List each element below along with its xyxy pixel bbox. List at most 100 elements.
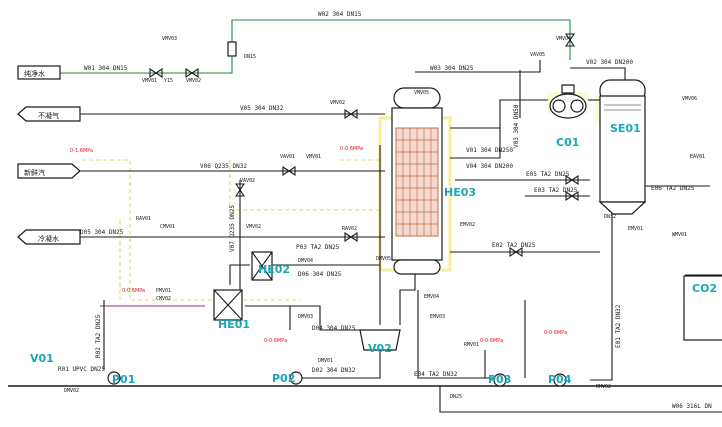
line-d05: D05 304 DN25: [80, 229, 124, 236]
tag-emv04: EMV04: [424, 294, 439, 300]
v02-label: V02: [368, 342, 392, 355]
line-v05: V05 304 DN32: [240, 105, 284, 112]
fresh-steam-label: 新鲜汽: [24, 168, 45, 177]
v01-line: [450, 99, 548, 129]
he02-label: HE02: [258, 263, 290, 276]
tag-dn32: DN32: [604, 214, 616, 220]
pressure-p02: 0-0.6MPa: [264, 338, 287, 344]
line-e03: E03 TA2 DN25: [534, 187, 578, 194]
fresh-steam-inlet: [17, 163, 81, 179]
v04-line: [450, 128, 501, 159]
line-w03: W03 304 DN25: [430, 65, 474, 72]
tag-cmv01: CMV01: [160, 224, 175, 230]
tag-vmv02c: VMV02: [246, 224, 261, 230]
noncondensable-label: 不凝气: [38, 111, 59, 120]
e04-line: [417, 290, 500, 379]
tag-rmv01: RMV01: [464, 342, 479, 348]
tag-vmv02b: VMV02: [330, 100, 345, 106]
tag-dmv04: DMV04: [298, 258, 313, 264]
tag-vmv03: VMV03: [162, 36, 177, 42]
w01-line: [60, 56, 233, 74]
he03-label: HE03: [444, 186, 476, 199]
line-r01: R01 UPVC DN25: [58, 366, 105, 373]
pure-water-label: 纯净水: [24, 69, 45, 78]
p03-pump[interactable]: [493, 373, 507, 387]
tag-emv03: EMV03: [430, 314, 445, 320]
w03-line: [415, 60, 541, 73]
tag-emv02: EMV02: [460, 222, 475, 228]
c01-compressor[interactable]: [549, 84, 587, 119]
line-v07: V07 Q235 DN25: [229, 205, 236, 252]
he02-exchanger[interactable]: [251, 251, 273, 281]
tag-wmv01: WMV01: [672, 232, 687, 238]
he03-evaporator[interactable]: [391, 87, 443, 275]
pressure-p03: 0-0.6MPa: [480, 338, 503, 344]
p02-label: P02: [272, 372, 295, 385]
line-e05: E05 TA2 DN25: [526, 171, 570, 178]
tag-vav01: VAV01: [280, 154, 295, 160]
tag-vav02: VAV02: [240, 178, 255, 184]
e01-line: [590, 212, 613, 381]
pressure-he01: 0-0.6MPa: [122, 288, 145, 294]
tag-y15: Y15: [164, 78, 173, 84]
p04-label: P04: [548, 373, 572, 386]
condensate-label: 冷凝水: [38, 234, 59, 243]
d02-line: [300, 345, 381, 379]
tag-vmv01b: VMV01: [306, 154, 321, 160]
line-w06: W06 316L DN: [672, 403, 712, 410]
se01-label: SE01: [610, 122, 641, 135]
pressure-steam2: 0-0.6MPa: [340, 146, 363, 152]
he02-he01-line: [229, 264, 250, 285]
line-e06: E06 TA2 DN25: [651, 185, 695, 192]
tag-vmv01: VMV01: [142, 78, 157, 84]
line-v04: V04 304 DN200: [466, 163, 513, 170]
tag-dn25: DN25: [450, 394, 462, 400]
d04-line: [245, 305, 360, 331]
v01-label: V01: [30, 352, 54, 365]
c02-vessel[interactable]: [683, 275, 722, 341]
line-v02: V02 304 DN200: [586, 59, 633, 66]
flow-meter[interactable]: [227, 41, 237, 57]
tag-rmv02: RMV02: [596, 384, 611, 390]
line-w01: W01 304 DN15: [84, 65, 128, 72]
valve-symbols: [149, 33, 579, 258]
tag-vav05: VAV05: [530, 52, 545, 58]
tag-cmv02: CMV02: [156, 296, 171, 302]
tag-rav01: RAV01: [136, 216, 151, 222]
tag-emv01: EMV01: [628, 226, 643, 232]
w06-line: [439, 386, 722, 413]
line-v01: V01 304 DN250: [466, 147, 513, 154]
he01-exchanger[interactable]: [213, 289, 243, 321]
p01-pump[interactable]: [107, 371, 121, 385]
tag-fm: DN15: [244, 54, 256, 60]
line-d06: D06 304 DN25: [298, 271, 342, 278]
line-e01: E01 TA2 DN32: [615, 304, 622, 348]
tag-dmv01: DMV01: [318, 358, 333, 364]
se01-separator[interactable]: [598, 79, 647, 215]
pressure-steam1: 0-1.6MPa: [70, 148, 93, 154]
he01-label: HE01: [218, 318, 250, 331]
line-w02: W02 304 DN15: [318, 11, 362, 18]
tag-dmv05: DMV05: [376, 256, 391, 262]
w02-line: [231, 19, 571, 60]
line-v06: V06 Q235 DN32: [200, 163, 247, 170]
tag-vmv06: VMV06: [682, 96, 697, 102]
line-e04: E04 TA2 DN32: [414, 371, 458, 378]
c01-label: C01: [556, 136, 579, 149]
tag-dmv03: DMV03: [298, 314, 313, 320]
trace-line-3: [229, 160, 380, 211]
noncondensable-outlet: [17, 106, 81, 122]
line-p03: P03 TA2 DN25: [296, 244, 340, 251]
p02-pump[interactable]: [289, 371, 303, 385]
v02-vessel[interactable]: [359, 329, 401, 351]
line-d02: D02 304 DN32: [312, 367, 356, 374]
p04-pump[interactable]: [553, 373, 567, 387]
v02-top-line: [570, 67, 626, 82]
tag-eav01: EAV01: [690, 154, 705, 160]
tag-vmv04: VMV04: [556, 36, 571, 42]
tag-dmv02: DMV02: [64, 388, 79, 394]
line-v03: V03 304 DN50: [513, 104, 520, 148]
tag-pmv01: PMV01: [156, 288, 171, 294]
